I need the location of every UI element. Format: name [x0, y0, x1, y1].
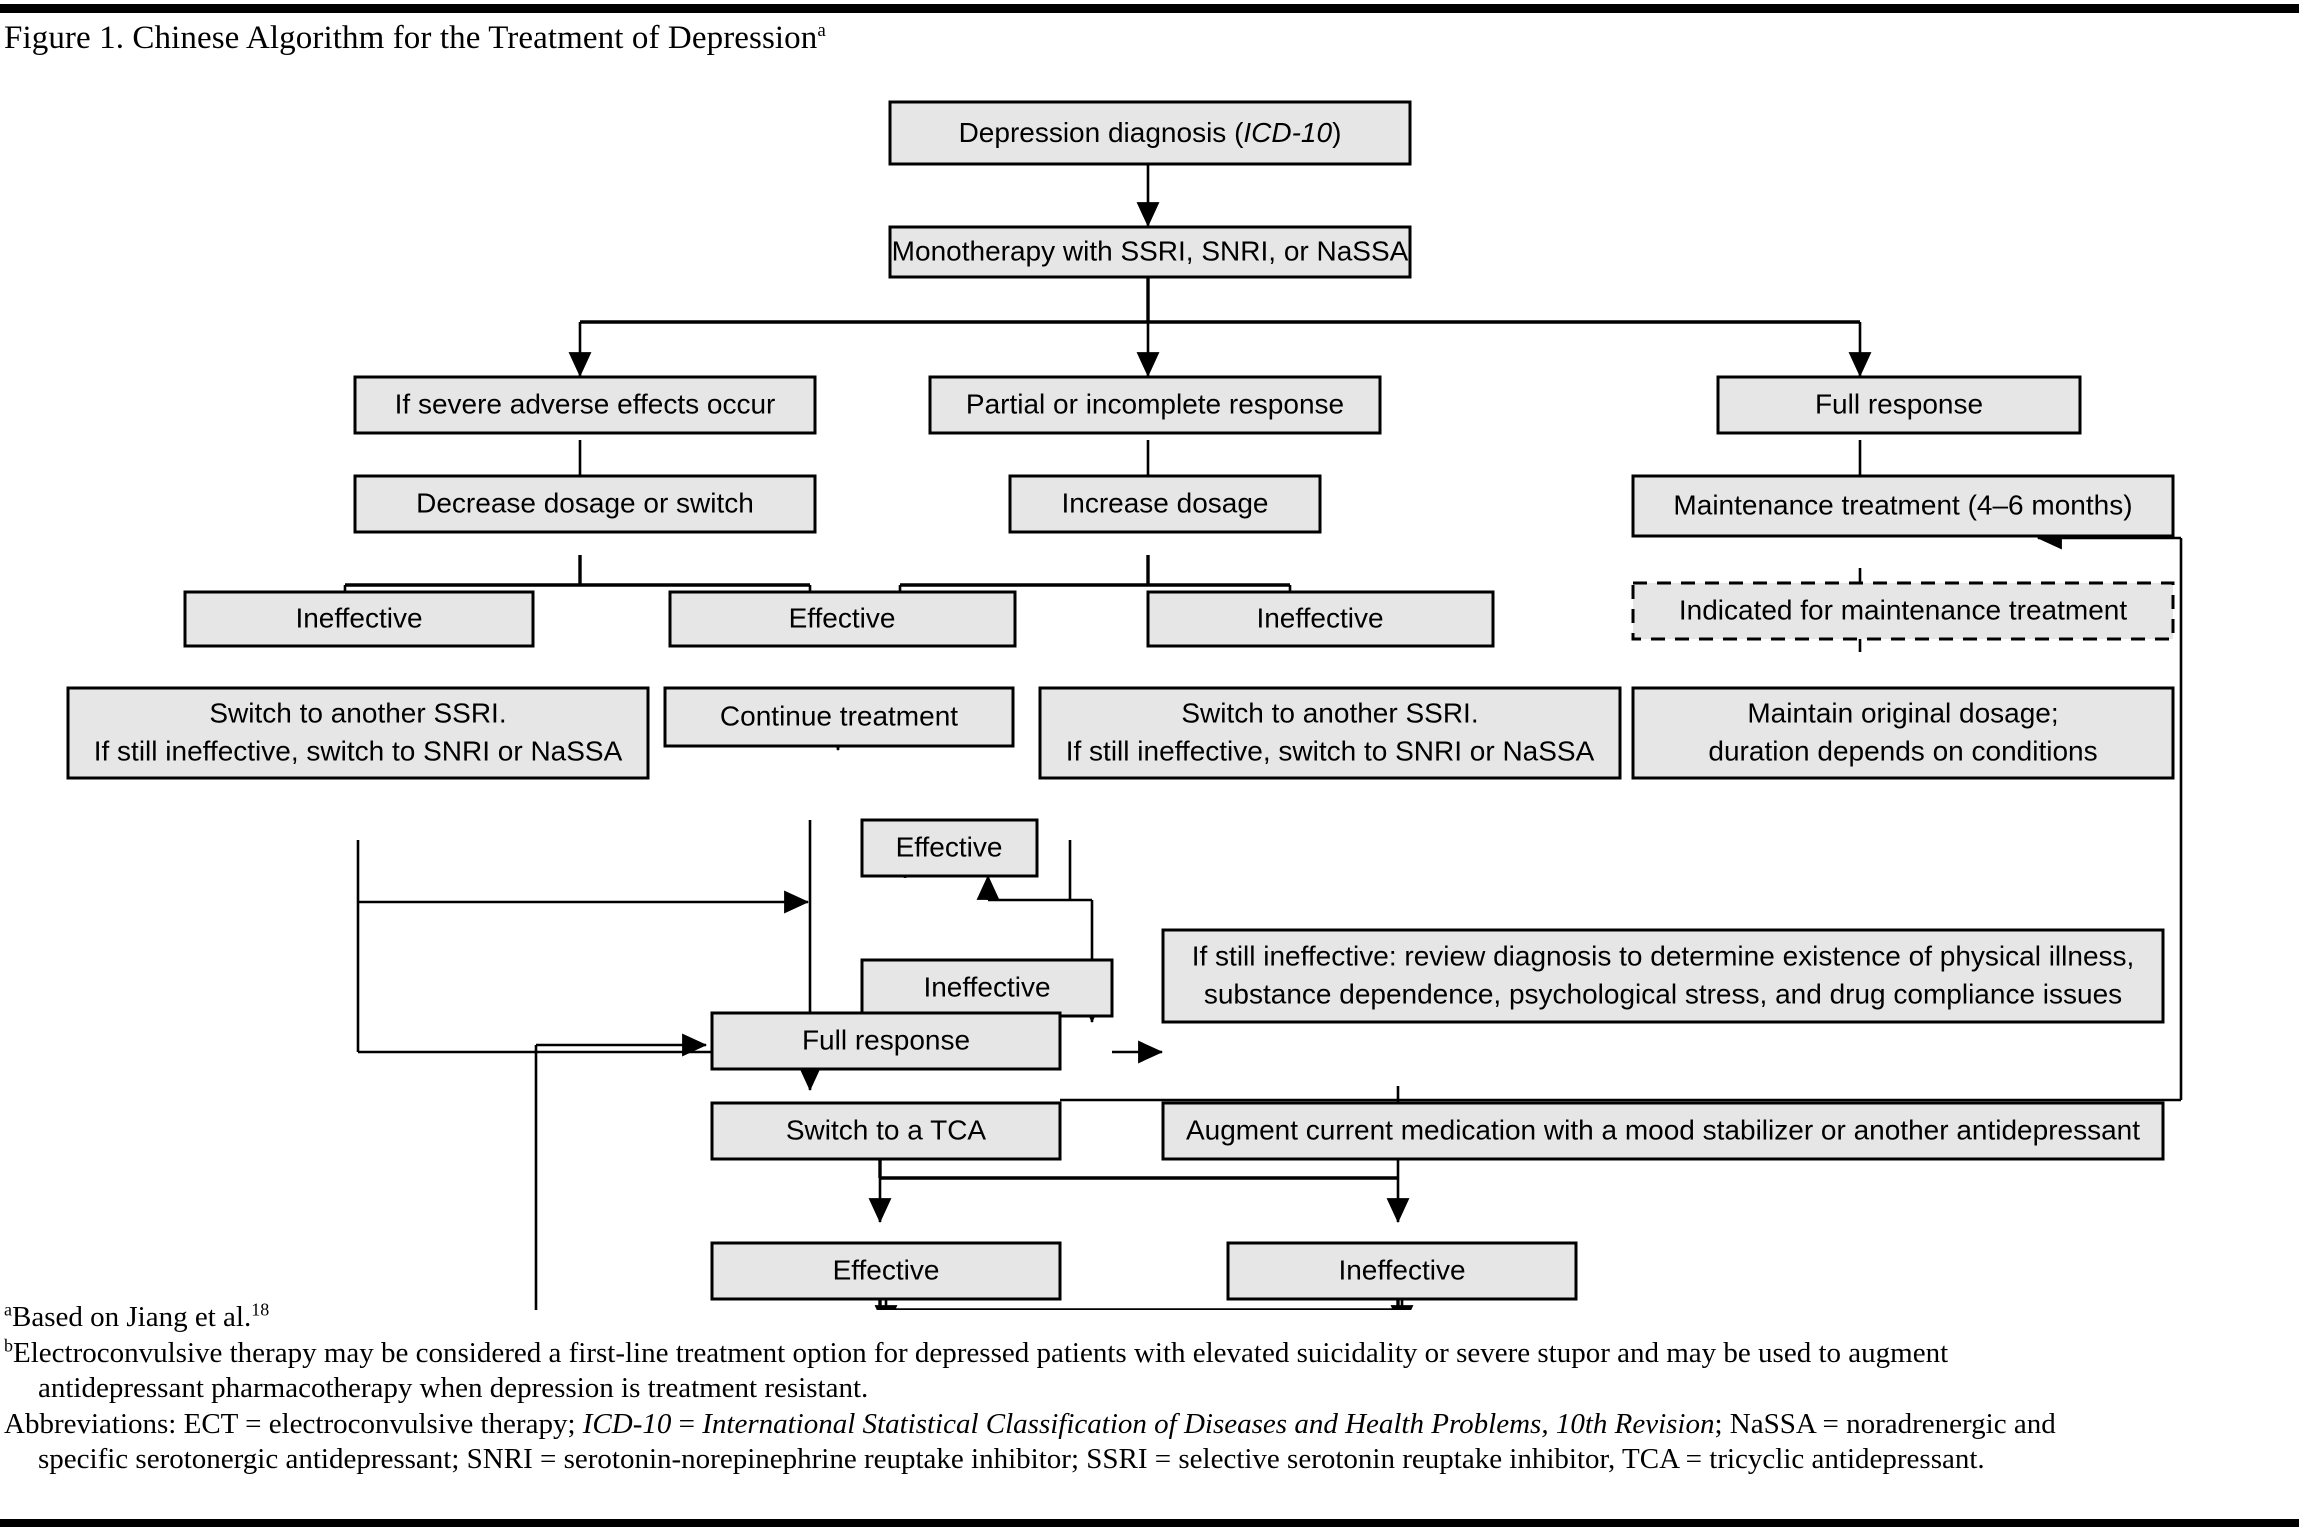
abbreviations-part-a: ECT = electroconvulsive therapy;: [176, 1408, 583, 1440]
node-effective-bottom-label: Effective: [833, 1254, 940, 1285]
node-depression-diagnosis-label-icd: ICD-10: [1243, 117, 1332, 148]
footnote-b-marker: b: [4, 1335, 13, 1356]
node-increase-dosage-label: Increase dosage: [1061, 487, 1268, 518]
footnote-abbreviations: Abbreviations: ECT = electroconvulsive t…: [4, 1407, 2296, 1477]
node-depression-diagnosis-label-b: ): [1332, 117, 1341, 148]
connectors-overlay: [534, 1033, 1414, 1310]
abbreviations-line2: specific serotonergic antidepressant; SN…: [38, 1443, 1985, 1475]
figure-title: Figure 1. Chinese Algorithm for the Trea…: [4, 18, 1604, 58]
footnote-a-text: Based on Jiang et al.: [12, 1301, 252, 1333]
node-maintenance-treatment-label: Maintenance treatment (4–6 months): [1673, 489, 2132, 520]
node-ineffective-right[interactable]: Ineffective: [1146, 590, 1495, 648]
node-monotherapy-label: Monotherapy with SSRI, SNRI, or NaSSA: [892, 235, 1409, 266]
node-maintain-dosage[interactable]: Maintain original dosage; duration depen…: [1631, 686, 2175, 780]
node-maintenance-treatment[interactable]: Maintenance treatment (4–6 months): [1631, 474, 2175, 538]
node-ineffective-bottom[interactable]: Ineffective: [1226, 1241, 1578, 1301]
node-ineffective-left[interactable]: Ineffective: [183, 590, 535, 648]
node-ineffective-right-label: Ineffective: [1256, 602, 1383, 633]
node-review-diagnosis[interactable]: If still ineffective: review diagnosis t…: [1161, 928, 2165, 1024]
node-full-response-top[interactable]: Full response: [1716, 375, 2082, 435]
node-continue-treatment-mid-label: Continue treatment: [720, 700, 958, 731]
figure-title-footnote-marker: a: [817, 20, 826, 41]
footnote-b-line2: antidepressant pharmacotherapy when depr…: [38, 1372, 869, 1404]
footnote-a-reference: 18: [251, 1299, 270, 1320]
node-augment-medication[interactable]: Augment current medication with a mood s…: [1161, 1101, 2165, 1161]
node-increase-dosage[interactable]: Increase dosage: [1008, 474, 1322, 534]
node-depression-diagnosis-label-a: Depression diagnosis (: [959, 117, 1244, 148]
node-switch-ssri-left-line2: If still ineffective, switch to SNRI or …: [94, 735, 623, 766]
footnote-b: bElectroconvulsive therapy may be consid…: [4, 1336, 2296, 1406]
node-severe-adverse-effects[interactable]: If severe adverse effects occur: [353, 375, 817, 435]
node-decrease-dosage[interactable]: Decrease dosage or switch: [353, 474, 817, 534]
footnote-b-line1: Electroconvulsive therapy may be conside…: [13, 1337, 1949, 1369]
abbreviations-icd-abbr: ICD-10: [582, 1408, 672, 1440]
node-ineffective-small-label: Ineffective: [923, 971, 1050, 1002]
node-maintain-dosage-line1: Maintain original dosage;: [1747, 697, 2058, 728]
node-partial-response-label: Partial or incomplete response: [966, 388, 1344, 419]
footnote-a: aBased on Jiang et al.18: [4, 1300, 2296, 1335]
node-augment-medication-label: Augment current medication with a mood s…: [1186, 1114, 2140, 1145]
footnotes: aBased on Jiang et al.18 bElectroconvuls…: [4, 1300, 2296, 1478]
node-switch-tca[interactable]: Switch to a TCA: [710, 1101, 1062, 1161]
node-indicated-maintenance-label: Indicated for maintenance treatment: [1679, 594, 2127, 625]
svg-text:Depression diagnosis (ICD-10): Depression diagnosis (ICD-10): [959, 117, 1342, 148]
node-switch-ssri-left-line1: Switch to another SSRI.: [209, 697, 506, 728]
node-ineffective-small[interactable]: Ineffective: [860, 958, 1114, 1018]
node-effective-bottom[interactable]: Effective: [710, 1241, 1062, 1301]
node-indicated-maintenance[interactable]: Indicated for maintenance treatment: [1631, 581, 2175, 641]
abbreviations-label: Abbreviations:: [4, 1408, 177, 1440]
node-switch-ssri-right-line2: If still ineffective, switch to SNRI or …: [1066, 735, 1595, 766]
figure-title-text: Figure 1. Chinese Algorithm for the Trea…: [4, 20, 818, 56]
node-severe-adverse-effects-label: If severe adverse effects occur: [395, 388, 776, 419]
node-switch-ssri-right[interactable]: Switch to another SSRI. If still ineffec…: [1038, 686, 1622, 780]
node-effective-mid-label: Effective: [789, 602, 896, 633]
abbreviations-icd-title: International Statistical Classification…: [702, 1408, 1715, 1440]
node-review-diagnosis-line1: If still ineffective: review diagnosis t…: [1192, 940, 2135, 971]
node-full-response-mid[interactable]: Full response: [710, 1011, 1062, 1071]
bottom-rule: [0, 1519, 2299, 1527]
node-monotherapy[interactable]: Monotherapy with SSRI, SNRI, or NaSSA: [888, 225, 1412, 279]
node-switch-tca-label: Switch to a TCA: [786, 1114, 987, 1145]
node-partial-response[interactable]: Partial or incomplete response: [928, 375, 1382, 435]
node-decrease-dosage-label: Decrease dosage or switch: [416, 487, 754, 518]
node-ineffective-bottom-label: Ineffective: [1338, 1254, 1465, 1285]
node-full-response-mid-label: Full response: [802, 1024, 970, 1055]
node-effective-small[interactable]: Effective: [860, 818, 1039, 878]
node-full-response-top-label: Full response: [1815, 388, 1983, 419]
node-maintain-dosage-line2: duration depends on conditions: [1708, 735, 2097, 766]
abbreviations-equals: =: [671, 1408, 703, 1440]
abbreviations-part-c: ; NaSSA = noradrenergic and: [1714, 1408, 2056, 1440]
flowchart: Depression diagnosis (ICD-10) Monotherap…: [66, 100, 2183, 1310]
node-switch-ssri-right-line1: Switch to another SSRI.: [1181, 697, 1478, 728]
node-switch-ssri-left[interactable]: Switch to another SSRI. If still ineffec…: [66, 686, 650, 780]
node-effective-mid[interactable]: Effective: [668, 590, 1017, 648]
node-ineffective-left-label: Ineffective: [295, 602, 422, 633]
node-depression-diagnosis[interactable]: Depression diagnosis (ICD-10): [888, 100, 1412, 166]
node-effective-small-label: Effective: [896, 831, 1003, 862]
node-review-diagnosis-line2: substance dependence, psychological stre…: [1204, 978, 2122, 1009]
top-rule: [0, 4, 2299, 13]
node-continue-treatment-mid[interactable]: Continue treatment: [663, 686, 1015, 748]
footnote-a-marker: a: [4, 1299, 12, 1320]
